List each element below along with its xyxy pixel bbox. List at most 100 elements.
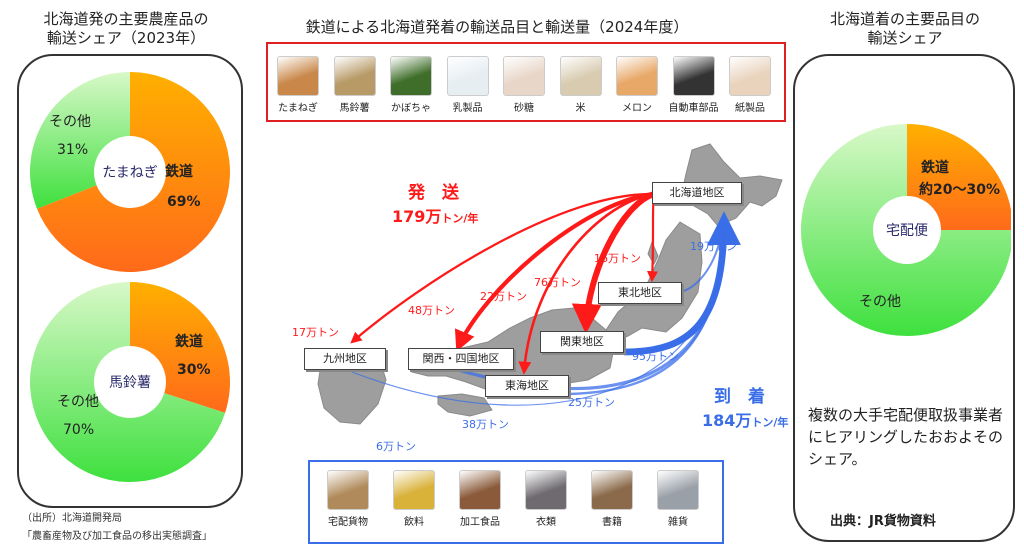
outbound-label: 発 送 <box>407 182 460 203</box>
pie-center-hole <box>94 136 166 208</box>
rice-icon <box>559 56 602 96</box>
goods-label: 加工食品 <box>460 517 500 528</box>
goods-label: 飲料 <box>404 517 424 528</box>
parcel-icon <box>327 470 369 510</box>
inbound-total: 184万トン/年 <box>702 411 788 430</box>
pumpkin-icon <box>390 56 432 96</box>
goods-label: 馬鈴薯 <box>339 103 370 114</box>
right-source: 出典：JR貨物資料 <box>830 514 936 529</box>
goods-icon <box>657 470 699 510</box>
sugar-icon <box>503 56 545 96</box>
outbound-flow-value: 22万トン <box>480 290 527 303</box>
pie-slice-value: 70% <box>63 422 94 438</box>
goods-label: 自動車部品 <box>668 103 719 114</box>
goods-item: かぼちゃ <box>383 56 439 114</box>
drink-icon <box>393 470 435 510</box>
region-tokai: 東海地区 <box>485 375 569 397</box>
goods-label: メロン <box>622 103 652 114</box>
goods-label: 雑貨 <box>668 517 688 528</box>
goods-item: 砂糖 <box>496 56 552 114</box>
right-panel-title: 北海道着の主要品目の 輸送シェア <box>829 10 980 47</box>
goods-item: 馬鈴薯 <box>327 56 383 114</box>
pie-slice-label: その他 <box>57 394 99 410</box>
right-panel-note: 複数の大手宅配便取扱事業者にヒアリングしたおおよそのシェア。 <box>808 406 1004 468</box>
outbound-total: 179万トン/年 <box>392 207 478 226</box>
pie-center-label: たまねぎ <box>102 165 158 181</box>
potato-icon <box>333 56 376 96</box>
inbound-flow-value: 95万トン <box>632 350 679 363</box>
onion-icon <box>277 56 319 96</box>
goods-label: たまねぎ <box>278 103 318 114</box>
goods-item: 衣類 <box>518 470 574 528</box>
inbound-flow-arrow <box>351 216 728 406</box>
pie-slice-value: 約20～30% <box>919 181 1000 198</box>
pie-slice-label: 鉄道 <box>165 163 193 180</box>
pie-center-label: 馬鈴薯 <box>109 375 151 391</box>
outbound-flow-value: 17万トン <box>292 326 339 339</box>
outbound-flow-arrow <box>518 192 655 375</box>
goods-item: メロン <box>609 56 665 114</box>
car-parts-icon <box>672 56 715 96</box>
goods-label: 書籍 <box>602 517 622 528</box>
paper-roll-icon <box>729 56 771 96</box>
pie-slice-value: 30% <box>177 362 211 378</box>
milk-icon <box>446 56 489 96</box>
clothing-icon <box>525 470 567 510</box>
inbound-label: 到 着 <box>714 386 765 407</box>
outbound-flow-arrow <box>350 192 655 344</box>
left-source-line2: 「農畜産物及び加工食品の移出実態調査」 <box>22 531 212 542</box>
melon-icon <box>616 56 658 96</box>
pie-slice-label: その他 <box>859 294 901 310</box>
goods-item: 自動車部品 <box>666 56 722 114</box>
goods-item: 紙製品 <box>722 56 778 114</box>
region-tohoku: 東北地区 <box>598 282 682 304</box>
goods-label: 衣類 <box>536 517 556 528</box>
pie-center-hole <box>94 346 166 418</box>
goods-item: 米 <box>553 56 609 114</box>
inbound-flow-value: 38万トン <box>462 418 509 431</box>
outbound-goods-box: たまねぎ 馬鈴薯 かぼちゃ 乳製品 砂糖 米メロン 自動車部品 紙製品 <box>266 42 786 122</box>
pie-slice-label: 鉄道 <box>921 159 949 176</box>
goods-item: 書籍 <box>584 470 640 528</box>
outbound-flow-value: 76万トン <box>534 276 581 289</box>
goods-item: 飲料 <box>386 470 442 528</box>
pie-slice-value: 31% <box>57 142 88 158</box>
inbound-flow-value: 19万トン <box>690 240 737 253</box>
region-kansai-shikoku: 関西・四国地区 <box>408 348 514 370</box>
onion-share-pie: たまねぎ鉄道69%その他31% <box>29 72 230 272</box>
flow-arrows <box>350 191 741 406</box>
books-icon <box>591 470 633 510</box>
pie-slice-value: 69% <box>167 194 201 210</box>
goods-item: 加工食品 <box>452 470 508 528</box>
goods-item: 乳製品 <box>440 56 496 114</box>
pie-center-hole <box>873 196 941 264</box>
processed-food-icon <box>459 470 501 510</box>
outbound-flow-arrow <box>454 191 655 352</box>
rail-flow-map: 17万トン 48万トン 22万トン 76万トン 16万トン 19万トン 95万トン 25万トン… <box>292 143 788 453</box>
region-kanto: 関東地区 <box>540 331 624 353</box>
goods-label: 砂糖 <box>514 103 534 114</box>
goods-label: 紙製品 <box>735 103 765 114</box>
left-source-line1: （出所）北海道開発局 <box>22 513 122 524</box>
goods-label: 乳製品 <box>452 103 483 114</box>
inbound-goods-box: 宅配貨物 飲料 加工食品 衣類 書籍 雑貨 <box>308 460 724 544</box>
outbound-flow-arrow <box>571 191 656 334</box>
pie-slice-rail <box>907 124 1011 230</box>
goods-item: 宅配貨物 <box>320 470 376 528</box>
pie-center-label: 宅配便 <box>886 223 928 239</box>
outbound-flow-value: 16万トン <box>594 252 641 265</box>
goods-item: たまねぎ <box>270 56 326 114</box>
left-panel-title: 北海道発の主要農産品の 輸送シェア（2023年） <box>43 10 209 47</box>
outbound-flow-value: 48万トン <box>408 304 455 317</box>
inbound-flow-value: 6万トン <box>376 440 416 453</box>
inbound-flow-value: 25万トン <box>568 396 615 409</box>
outbound-flow-arrow <box>646 193 658 283</box>
region-kyushu: 九州地区 <box>304 348 386 370</box>
goods-label: 宅配貨物 <box>328 517 368 528</box>
goods-label: かぼちゃ <box>391 103 431 114</box>
region-hokkaido: 北海道地区 <box>652 182 742 204</box>
